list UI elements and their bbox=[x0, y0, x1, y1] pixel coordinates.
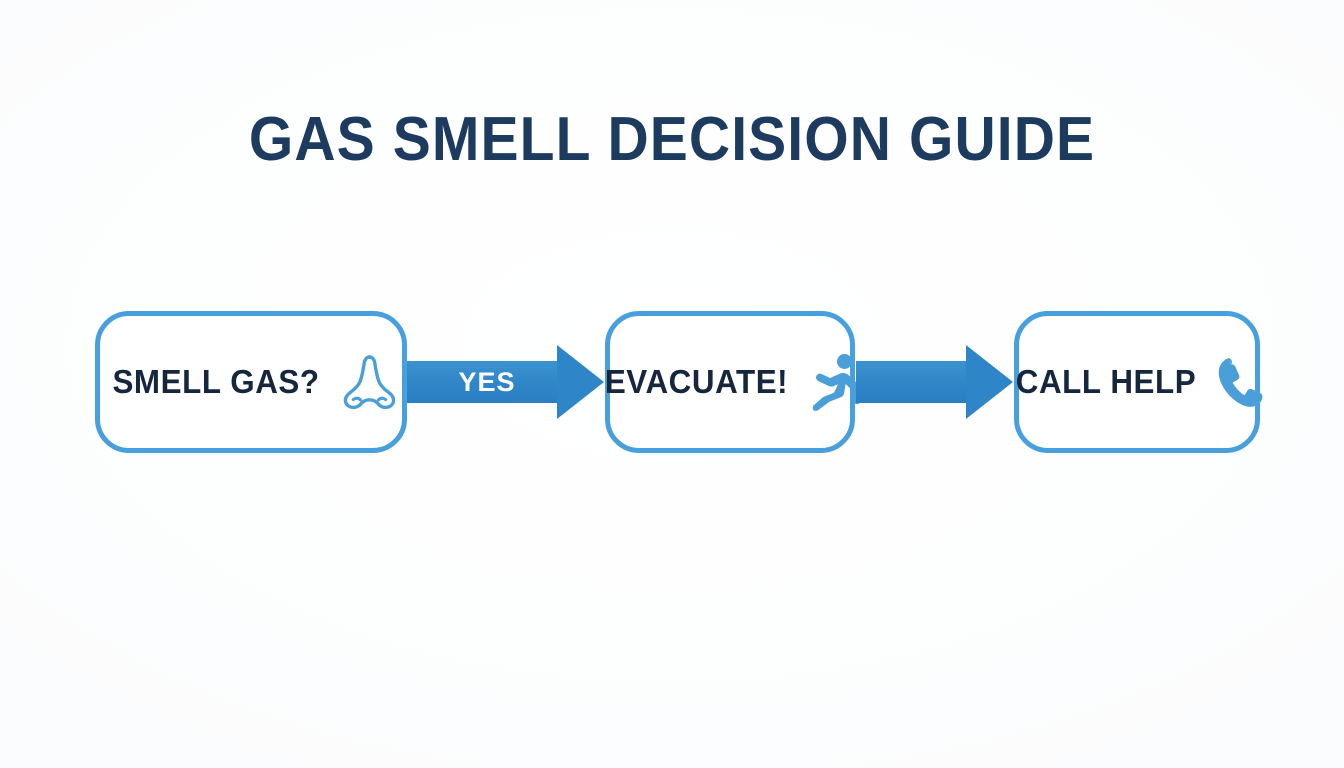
flow-arrow-yes: YES bbox=[407, 345, 605, 419]
flow-node-call-help[interactable]: CALL HELP bbox=[1014, 311, 1263, 453]
arrow-shaft bbox=[407, 361, 559, 403]
flow-node-smell-gas[interactable]: SMELL GAS? bbox=[95, 311, 407, 453]
arrow-head-icon bbox=[966, 345, 1013, 419]
arrow-shaft bbox=[856, 361, 968, 403]
arrow-label: YES bbox=[458, 367, 516, 397]
page-title: GAS SMELL DECISION GUIDE bbox=[248, 105, 1096, 174]
flow-arrow-plain bbox=[856, 345, 1014, 419]
phone-handset-icon bbox=[1215, 355, 1263, 409]
running-person-icon bbox=[807, 353, 861, 411]
flow-node-label: EVACUATE! bbox=[604, 363, 788, 400]
arrow-head-icon bbox=[557, 345, 604, 419]
nose-icon bbox=[339, 351, 396, 413]
decision-flow: SMELL GAS? YES EVACUATE! bbox=[0, 311, 1344, 453]
flow-node-label: SMELL GAS? bbox=[112, 363, 320, 400]
flow-node-label: CALL HELP bbox=[1015, 363, 1197, 400]
flow-node-evacuate[interactable]: EVACUATE! bbox=[604, 311, 861, 453]
